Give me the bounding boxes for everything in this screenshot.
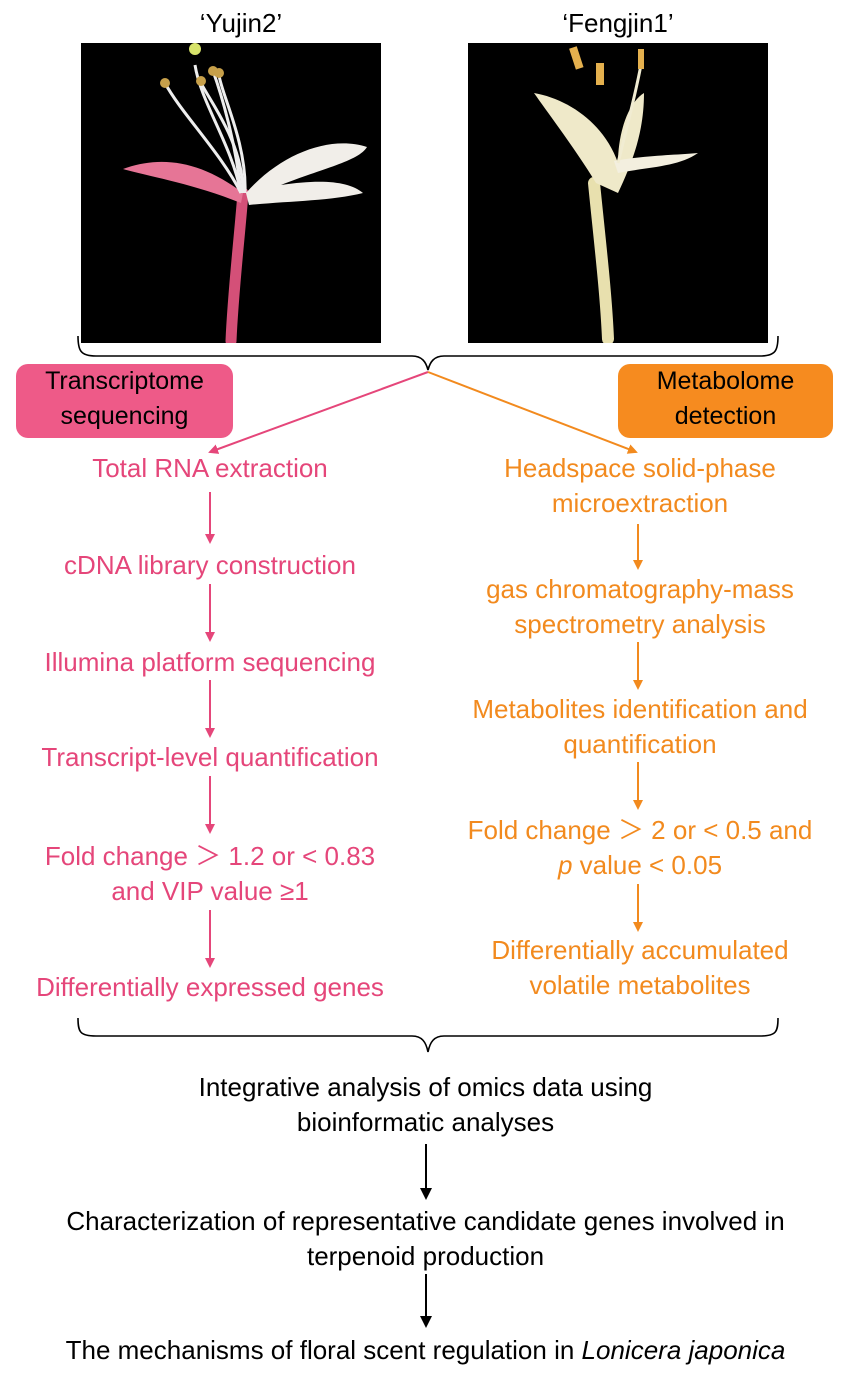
transcriptome-box-line-2: sequencing	[60, 402, 189, 430]
arrow-to-metabolome	[427, 371, 638, 454]
metabolome-detection-box: Metabolome detection	[618, 364, 833, 438]
arrow-to-transcriptome	[208, 371, 429, 454]
species-name: Lonicera japonica	[581, 1335, 786, 1365]
step-candidate-genes-characterization: Characterization of representative candi…	[0, 1204, 851, 1274]
step-fold-change-transcriptome: Fold change ＞ 1.2 or < 0.83 and VIP valu…	[5, 839, 415, 909]
step-text-line-2: volatile metabolites	[529, 970, 751, 1000]
step-floral-scent-mechanisms: The mechanisms of floral scent regulatio…	[0, 1333, 851, 1368]
step-fold-change-metabolome: Fold change ＞ 2 or < 0.5 and p value < 0…	[430, 813, 850, 883]
step-text-line-1: Integrative analysis of omics data using	[198, 1072, 653, 1102]
step-text: Differentially expressed genes	[36, 972, 384, 1002]
transcriptome-box-line-1: Transcriptome	[45, 367, 204, 395]
step-differentially-expressed-genes: Differentially expressed genes	[5, 970, 415, 1005]
cultivar-label-yujin2: ‘Yujin2’	[199, 8, 283, 38]
photo-fengjin1-flower	[468, 43, 768, 343]
step-text-line-2: and VIP value ≥1	[111, 876, 309, 906]
step-text-line-1: Fold change ＞ 2 or < 0.5 and	[467, 815, 813, 845]
step-text-line-2: spectrometry analysis	[514, 609, 766, 639]
step-text-line-1: gas chromatography-mass	[486, 574, 794, 604]
step-text-line-2: p value < 0.05	[430, 848, 850, 883]
bottom-brace	[77, 1017, 779, 1053]
step-text-line-2: terpenoid production	[306, 1241, 545, 1271]
p-symbol: p	[557, 850, 573, 880]
step-text: Illumina platform sequencing	[44, 647, 376, 677]
step-text-line-2: quantification	[563, 729, 717, 759]
step-integrative-analysis: Integrative analysis of omics data using…	[0, 1070, 851, 1140]
step-differentially-accumulated-metabolites: Differentially accumulated volatile meta…	[430, 933, 850, 1003]
photo-yujin2-flower	[81, 43, 381, 343]
mechanisms-text: The mechanisms of floral scent regulatio…	[65, 1335, 582, 1365]
step-headspace-microextraction: Headspace solid-phase microextraction	[430, 451, 850, 521]
metabolome-box-line-1: Metabolome	[656, 367, 795, 395]
step-text-line-1: Fold change ＞ 1.2 or < 0.83	[44, 841, 376, 871]
transcriptome-sequencing-box: Transcriptome sequencing	[16, 364, 233, 438]
step-text-line-1: Headspace solid-phase	[504, 453, 776, 483]
step-cdna-library-construction: cDNA library construction	[5, 548, 415, 583]
step-text-line-1: Differentially accumulated	[491, 935, 789, 965]
step-text-line-2: bioinformatic analyses	[296, 1107, 555, 1137]
step-text: Total RNA extraction	[92, 453, 328, 483]
step-text: Transcript-level quantification	[41, 742, 379, 772]
step-illumina-platform-sequencing: Illumina platform sequencing	[5, 645, 415, 680]
metabolome-box-line-2: detection	[674, 402, 777, 430]
step-text-line-1: Metabolites identification and	[472, 694, 808, 724]
top-brace	[77, 335, 779, 371]
step-text: cDNA library construction	[64, 550, 356, 580]
step-total-rna-extraction: Total RNA extraction	[5, 451, 415, 486]
step-text-line-1: Characterization of representative candi…	[66, 1206, 785, 1236]
p-value-text: value < 0.05	[572, 850, 723, 880]
cultivar-label-fengjin1: ‘Fengjin1’	[562, 8, 674, 38]
step-text-line-2: microextraction	[551, 488, 729, 518]
step-transcript-level-quantification: Transcript-level quantification	[5, 740, 415, 775]
step-gc-ms-analysis: gas chromatography-mass spectrometry ana…	[430, 572, 850, 642]
step-metabolites-identification: Metabolites identification and quantific…	[430, 692, 850, 762]
